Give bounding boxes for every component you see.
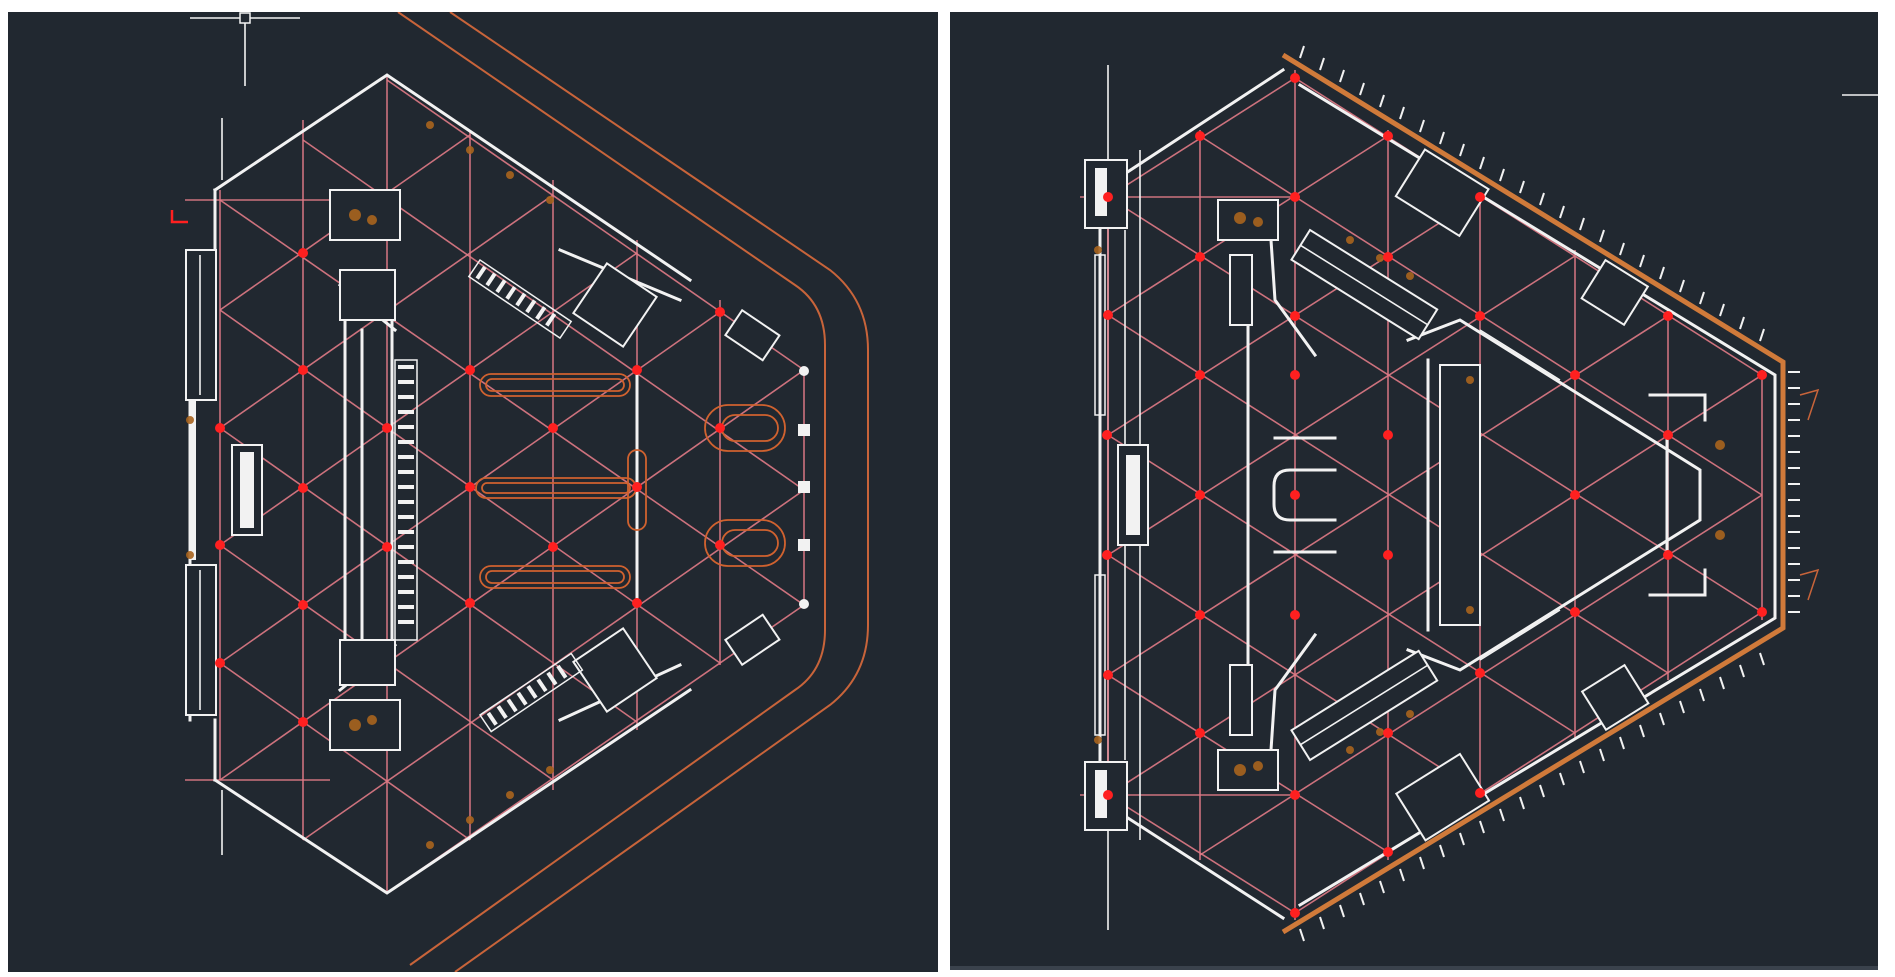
car-ramps xyxy=(475,373,786,589)
left-facade-blocks xyxy=(1084,159,1149,831)
parking-stall-strip xyxy=(394,359,418,641)
right-floor-plan-panel xyxy=(950,12,1878,967)
service-cores xyxy=(1094,148,1725,842)
left-floor-plan-drawing xyxy=(170,12,869,972)
structural-grid xyxy=(185,75,805,894)
column-markers xyxy=(215,248,725,727)
ucs-crosshair-icon xyxy=(190,12,300,86)
left-facade-blocks xyxy=(185,249,263,716)
column-markers xyxy=(1102,73,1767,918)
diagonal-parking-rows xyxy=(467,258,584,733)
building-walls xyxy=(188,73,693,895)
perimeter-retaining-wall xyxy=(1281,45,1820,942)
left-floor-plan-panel xyxy=(8,12,938,972)
right-floor-plan-drawing xyxy=(1080,45,1878,942)
service-cores xyxy=(186,121,781,849)
edge-markers xyxy=(170,210,810,609)
building-walls xyxy=(1097,67,1777,921)
viewport-bottom-edge xyxy=(950,966,1878,970)
site-boundary-lines xyxy=(397,12,869,972)
